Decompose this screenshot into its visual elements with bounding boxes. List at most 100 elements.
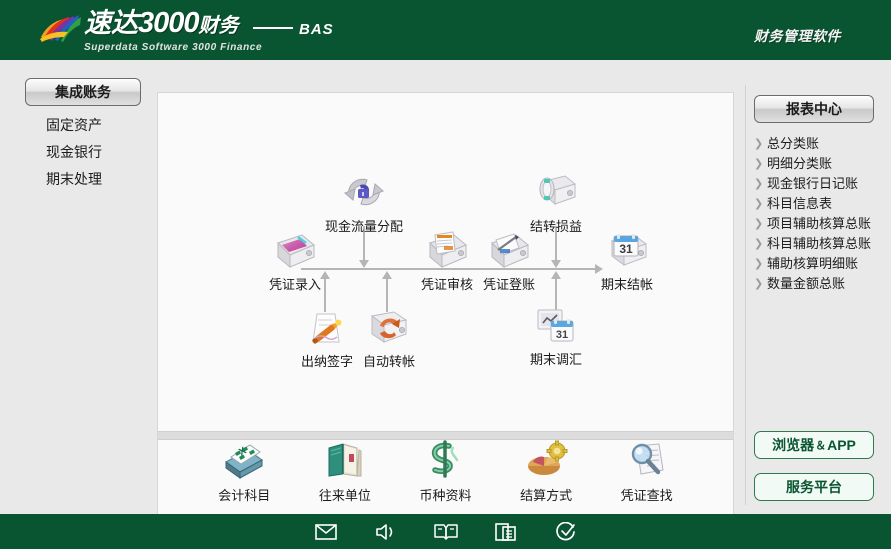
flow-label-auto-transfer: 自动转帐	[362, 354, 415, 369]
report-center-button[interactable]: 报表中心	[754, 95, 874, 123]
flow-main-line	[301, 268, 595, 270]
right-panel-divider	[745, 85, 746, 505]
sidebar-item-fixed-assets[interactable]: 固定资产	[46, 117, 102, 133]
report-item-aux-detail-ledger[interactable]: ❯ 辅助核算明细账	[754, 254, 891, 274]
main-content-panel: 凭证录入 现金流量分配	[157, 92, 734, 518]
left-sidebar: 集成账务 固定资产 现金银行 期末处理	[0, 60, 148, 509]
flow-node-period-end-closing[interactable]: 31 期末结帐	[584, 231, 670, 293]
shortcut-business-unit[interactable]: 往来单位	[302, 439, 388, 504]
shortcut-currency-data[interactable]: 币种资料	[402, 439, 488, 504]
footer-toolbar	[0, 514, 891, 549]
report-item-subject-info[interactable]: ❯ 科目信息表	[754, 194, 891, 214]
report-item-general-ledger[interactable]: ❯ 总分类账	[754, 134, 891, 154]
report-item-quantity-amount-ledger[interactable]: ❯ 数量金额总账	[754, 274, 891, 294]
flow-label-voucher-entry: 凭证录入	[268, 277, 321, 292]
flow-label-voucher-audit: 凭证审核	[420, 277, 473, 292]
browser-app-button[interactable]: 浏览器 ＆ APP	[754, 431, 874, 459]
browser-app-amp: ＆	[815, 440, 827, 452]
flow-arrow-down-carryover	[551, 260, 561, 268]
shortcut-icon-row: X 会计科目	[158, 439, 733, 517]
report-label-project-aux-ledger: 项目辅助核算总账	[767, 216, 872, 231]
report-item-project-aux-ledger[interactable]: ❯ 项目辅助核算总账	[754, 214, 891, 234]
report-item-subsidiary-ledger[interactable]: ❯ 明细分类账	[754, 154, 891, 174]
flow-arrow-down-cashflow	[359, 260, 369, 268]
voucher-entry-icon	[252, 231, 338, 271]
shortcut-label-voucher-search: 凭证查找	[620, 488, 673, 503]
flow-node-cashier-signature[interactable]: 出纳签字	[284, 308, 370, 370]
voucher-posting-icon	[466, 231, 552, 271]
business-unit-icon	[302, 439, 388, 481]
speaker-icon[interactable]	[374, 520, 398, 544]
brand-divider-dash	[253, 27, 293, 29]
shortcut-label-accounting-subject: 会计科目	[218, 488, 271, 503]
report-label-cash-bank-journal: 现金银行日记账	[767, 176, 859, 191]
shortcut-accounting-subject[interactable]: X 会计科目	[201, 439, 287, 504]
report-label-subject-aux-ledger: 科目辅助核算总账	[767, 236, 872, 251]
settlement-method-icon	[503, 439, 589, 481]
app-header: 速达3000财务 Superdata Software 3000 Finance…	[0, 0, 891, 60]
report-item-subject-aux-ledger[interactable]: ❯ 科目辅助核算总账	[754, 234, 891, 254]
flow-label-period-end-exchange: 期末调汇	[529, 352, 582, 367]
profit-loss-carryover-icon	[513, 173, 599, 213]
chevron-right-icon: ❯	[754, 178, 764, 190]
report-item-cash-bank-journal[interactable]: ❯ 现金银行日记账	[754, 174, 891, 194]
flow-arrow-right	[595, 264, 603, 274]
browser-app-label-main: 浏览器	[772, 437, 815, 453]
sidebar-button-integrated-accounting[interactable]: 集成账务	[25, 78, 141, 106]
flow-node-profit-loss-carryover[interactable]: 结转损益	[513, 173, 599, 235]
period-end-exchange-icon: 31	[513, 306, 599, 346]
currency-data-icon	[402, 439, 488, 481]
shortcut-label-settlement-method: 结算方式	[520, 488, 573, 503]
brand-number: 3000	[138, 7, 200, 39]
shortcut-settlement-method[interactable]: 结算方式	[503, 439, 589, 504]
flow-node-auto-transfer[interactable]: 自动转帐	[346, 308, 432, 370]
chevron-right-icon: ❯	[754, 198, 764, 210]
flow-node-cash-flow-allocation[interactable]: 现金流量分配	[321, 173, 407, 235]
chevron-right-icon: ❯	[754, 218, 764, 230]
flow-node-voucher-audit[interactable]: 凭证审核	[404, 231, 490, 293]
service-platform-button[interactable]: 服务平台	[754, 473, 874, 501]
flow-node-period-end-exchange[interactable]: 31 期末调汇	[513, 306, 599, 368]
flow-label-voucher-posting: 凭证登账	[482, 277, 535, 292]
brand-cn-1: 速达	[84, 8, 138, 38]
flow-label-profit-loss-carryover: 结转损益	[529, 219, 582, 234]
flow-arrow-up-cashier	[320, 271, 330, 279]
period-end-closing-icon: 31	[584, 231, 670, 271]
svg-text:X: X	[238, 445, 249, 458]
sidebar-item-cash-bank[interactable]: 现金银行	[46, 144, 102, 160]
report-label-aux-detail-ledger: 辅助核算明细账	[767, 256, 859, 271]
browser-app-label-sub: APP	[827, 437, 856, 453]
shortcut-voucher-search[interactable]: 凭证查找	[604, 439, 690, 504]
svg-text:31: 31	[556, 329, 568, 341]
voucher-search-icon	[604, 439, 690, 481]
flow-line-down-cashflow	[363, 226, 365, 262]
flow-line-up-cashier	[324, 278, 326, 312]
report-label-quantity-amount-ledger: 数量金额总账	[767, 276, 846, 291]
colorful-fan-logo-icon	[38, 11, 82, 45]
report-label-subsidiary-ledger: 明细分类账	[767, 156, 833, 171]
workflow-diagram: 凭证录入 现金流量分配	[158, 93, 733, 431]
flow-arrow-up-exchange	[551, 271, 561, 279]
shortcut-label-currency-data: 币种资料	[419, 488, 472, 503]
book-icon[interactable]	[433, 520, 458, 544]
flow-label-cashier-signature: 出纳签字	[300, 354, 353, 369]
flow-node-voucher-posting[interactable]: 凭证登账	[466, 231, 552, 293]
check-circle-icon[interactable]	[554, 520, 578, 544]
flow-line-up-exchange	[555, 278, 557, 312]
auto-transfer-icon	[346, 308, 432, 348]
report-center-list: ❯ 总分类账 ❯ 明细分类账 ❯ 现金银行日记账 ❯ 科目信息表 ❯ 项目辅助核…	[754, 134, 891, 294]
mail-icon[interactable]	[314, 520, 338, 544]
brand-cn-2: 财务	[198, 15, 239, 37]
svg-text:31: 31	[619, 242, 633, 256]
shortcut-label-business-unit: 往来单位	[318, 488, 371, 503]
flow-node-voucher-entry[interactable]: 凭证录入	[252, 231, 338, 293]
sidebar-item-period-end[interactable]: 期末处理	[46, 171, 102, 187]
flow-line-down-carryover	[555, 226, 557, 262]
chevron-right-icon: ❯	[754, 258, 764, 270]
header-product-title: 财务管理软件	[754, 28, 841, 44]
flow-label-cash-flow-allocation: 现金流量分配	[324, 219, 403, 234]
chevron-right-icon: ❯	[754, 278, 764, 290]
copy-documents-icon[interactable]	[494, 520, 518, 544]
voucher-audit-icon	[404, 231, 490, 271]
